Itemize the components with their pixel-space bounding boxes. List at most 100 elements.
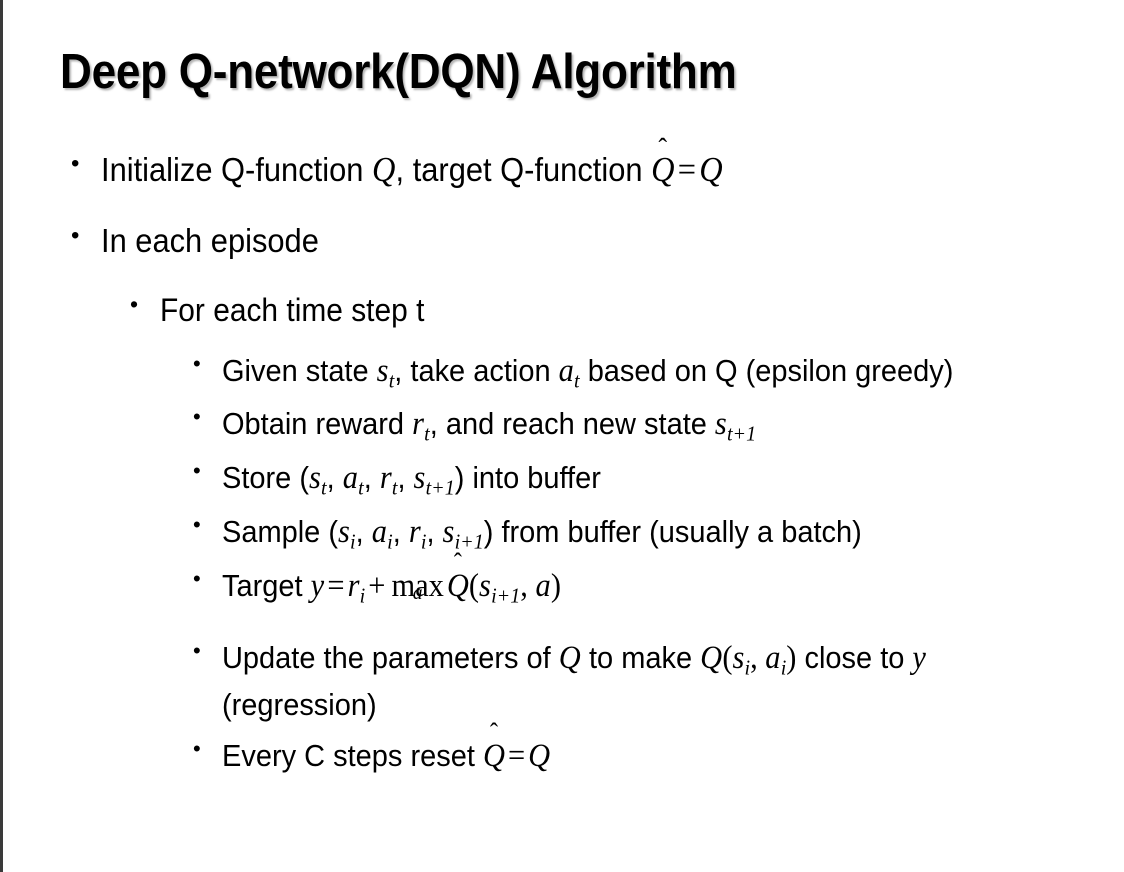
math-var-r: ri <box>347 568 366 608</box>
bullet-dot-icon: • <box>193 404 201 430</box>
math-var-qhat: Q̂ <box>482 738 505 775</box>
text-fragment: close to <box>796 640 913 676</box>
bullet-dot-icon: • <box>193 736 201 762</box>
bullet-reset-target-network: • Every C steps reset Q̂=Q <box>3 733 1124 779</box>
math-subscript: i+1 <box>454 529 484 554</box>
math-var-y: y <box>310 568 325 605</box>
text-fragment: , <box>355 514 372 550</box>
math-paren-close: ) <box>786 640 797 677</box>
bullet-dot-icon: • <box>193 512 201 538</box>
text-fragment: (regression) <box>222 687 377 723</box>
bullet-in-each-episode: • In each episode <box>3 220 1124 263</box>
text-fragment: , <box>392 514 409 550</box>
max-underscript: a <box>412 580 423 605</box>
math-var-s: st <box>376 352 395 392</box>
math-var-a: at <box>558 352 580 392</box>
text-fragment: ) from buffer (usually a batch) <box>483 514 862 550</box>
math-var-a: a <box>535 568 551 605</box>
bullet-initialize-q: • Initialize Q-function Q, target Q-func… <box>3 148 1124 193</box>
math-var-s-next: si+1 <box>442 514 484 554</box>
bullet-dot-icon: • <box>193 458 201 484</box>
math-subscript: i <box>780 655 787 680</box>
text-fragment: ) into buffer <box>454 460 601 496</box>
math-var-y: y <box>912 640 927 677</box>
math-var-q: Q <box>558 640 581 677</box>
max-label: max <box>391 568 444 605</box>
text-fragment: , and reach new state <box>429 406 715 442</box>
bullet-list: • Initialize Q-function Q, target Q-func… <box>3 148 1124 785</box>
math-var-s-next: st+1 <box>714 406 757 446</box>
text-fragment: , take action <box>394 352 559 388</box>
bullet-dot-icon: • <box>71 222 80 250</box>
math-operator-equals: = <box>677 151 697 189</box>
text-fragment: Obtain reward <box>222 406 413 442</box>
text-fragment: Initialize Q-function <box>101 151 372 188</box>
math-subscript: t+1 <box>726 421 757 446</box>
text-fragment: based on Q (epsilon greedy) <box>579 352 954 388</box>
bullet-text: Initialize Q-function Q, target Q-functi… <box>101 148 1060 193</box>
bullet-dot-icon: • <box>130 290 139 317</box>
math-subscript: i <box>420 529 427 554</box>
bullet-text: In each episode <box>101 222 319 260</box>
math-operator-equals: = <box>507 738 526 775</box>
text-fragment: Given state <box>222 352 377 388</box>
math-var-a: ai <box>765 640 787 680</box>
text-fragment: Target <box>222 568 311 604</box>
bullet-for-each-time-step: • For each time step t <box>3 290 1124 332</box>
math-subscript: t <box>424 421 430 446</box>
bullet-store-transition: • Store (st, at, rt, st+1) into buffer <box>3 455 1124 503</box>
text-fragment: Store ( <box>222 460 309 496</box>
text-fragment: to make <box>580 640 701 676</box>
math-subscript: t+1 <box>425 475 455 500</box>
bullet-text: For each time step t <box>160 291 425 328</box>
math-var-q2: Q <box>700 640 723 677</box>
bullet-text: Every C steps reset Q̂=Q <box>222 733 1068 779</box>
text-fragment: , <box>426 514 443 550</box>
math-subscript: t <box>574 367 580 392</box>
bullet-text: Obtain reward rt, and reach new state st… <box>222 401 1068 449</box>
bullet-dot-icon: • <box>71 150 80 177</box>
bullet-text: Sample (si, ai, ri, si+1) from buffer (u… <box>222 509 1068 557</box>
math-var-r: ri <box>408 514 427 554</box>
math-subscript: i <box>744 655 751 680</box>
math-paren-open: ( <box>468 568 480 605</box>
math-subscript: t <box>388 367 395 392</box>
math-var-r: rt <box>379 460 398 500</box>
math-subscript: i <box>350 529 356 554</box>
text-fragment: Sample ( <box>222 514 338 550</box>
math-var-r: rt <box>412 406 430 446</box>
text-fragment: , <box>397 460 414 496</box>
math-var-qhat: Q̂ <box>651 151 675 189</box>
bullet-sample-batch: • Sample (si, ai, ri, si+1) from buffer … <box>3 509 1124 557</box>
math-var-q: Q <box>371 151 396 189</box>
math-var-a: at <box>342 460 364 500</box>
math-operator-plus: + <box>368 568 386 605</box>
math-subscript: i <box>387 529 393 554</box>
math-comma: , <box>520 568 536 605</box>
text-fragment: Update the parameters of <box>222 640 559 676</box>
math-var-s: st <box>308 460 327 500</box>
math-subscript: t <box>358 475 364 500</box>
math-var-s: si <box>337 514 356 554</box>
math-var-q2: Q <box>528 738 551 775</box>
math-paren-open: ( <box>722 640 733 677</box>
math-subscript: t <box>391 475 398 500</box>
text-fragment: Every C steps reset <box>222 738 483 774</box>
page-title: Deep Q-network(DQN) Algorithm <box>60 45 737 99</box>
math-paren-close: ) <box>550 568 562 605</box>
math-comma: , <box>750 640 766 677</box>
math-var-qhat: Q̂ <box>446 568 469 605</box>
math-subscript: i+1 <box>491 583 521 608</box>
bullet-text: Store (st, at, rt, st+1) into buffer <box>222 455 1068 503</box>
text-fragment: , <box>363 460 380 496</box>
math-subscript: i <box>359 583 366 608</box>
text-fragment: , <box>326 460 343 496</box>
math-var-q2: Q <box>699 151 723 189</box>
math-operator-equals: = <box>327 568 345 605</box>
math-var-s: si <box>732 640 751 680</box>
bullet-update-parameters: • Update the parameters of Q to make Q(s… <box>3 635 1124 727</box>
math-var-s-next: st+1 <box>413 460 455 500</box>
